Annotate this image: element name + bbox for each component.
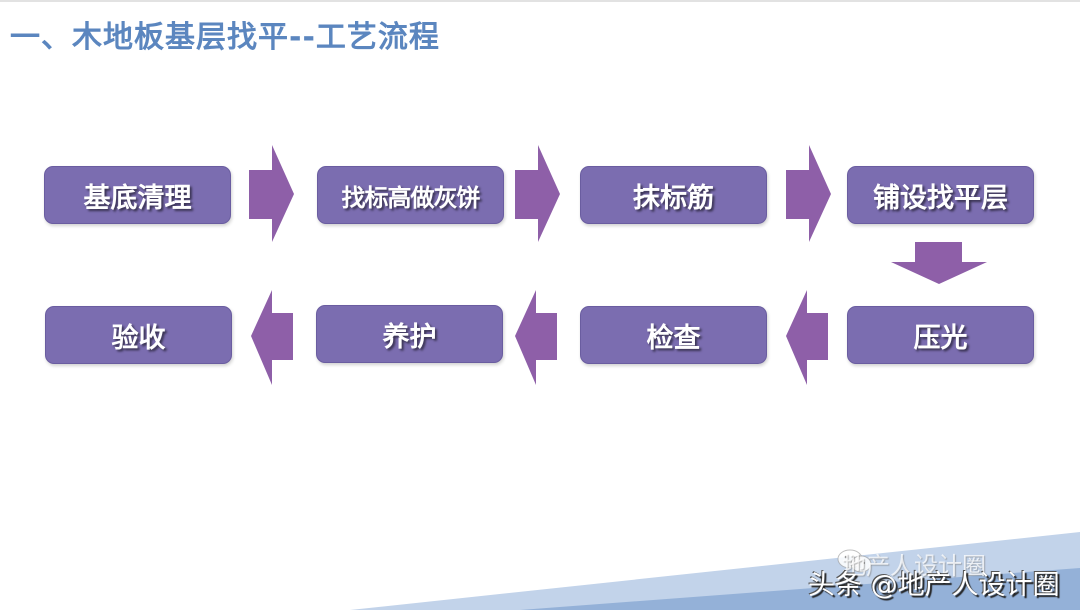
step-box-8: 验收 xyxy=(45,306,232,364)
step-box-2: 找标高做灰饼 xyxy=(317,166,504,224)
step-box-4: 铺设找平层 xyxy=(847,166,1034,224)
slide-title: 一、木地板基层找平--工艺流程 xyxy=(10,20,440,55)
arrow-left-icon xyxy=(786,290,828,385)
watermark-faint: 地产人设计圈 xyxy=(842,552,986,580)
arrow-right-icon xyxy=(515,145,560,242)
watermark: 头条 @地产人设计圈 xyxy=(808,570,1060,601)
step-box-3: 抹标筋 xyxy=(580,166,767,224)
arrow-left-icon xyxy=(515,290,557,385)
top-border-line xyxy=(0,0,1080,2)
arrow-right-icon xyxy=(786,145,831,242)
arrow-right-icon xyxy=(249,145,294,242)
step-box-7: 养护 xyxy=(316,305,503,363)
arrow-down-icon xyxy=(891,242,987,284)
step-box-5: 压光 xyxy=(847,306,1034,364)
step-box-6: 检查 xyxy=(580,306,767,364)
step-box-1: 基底清理 xyxy=(44,166,231,224)
arrow-left-icon xyxy=(251,290,293,385)
wechat-icon xyxy=(837,549,872,573)
